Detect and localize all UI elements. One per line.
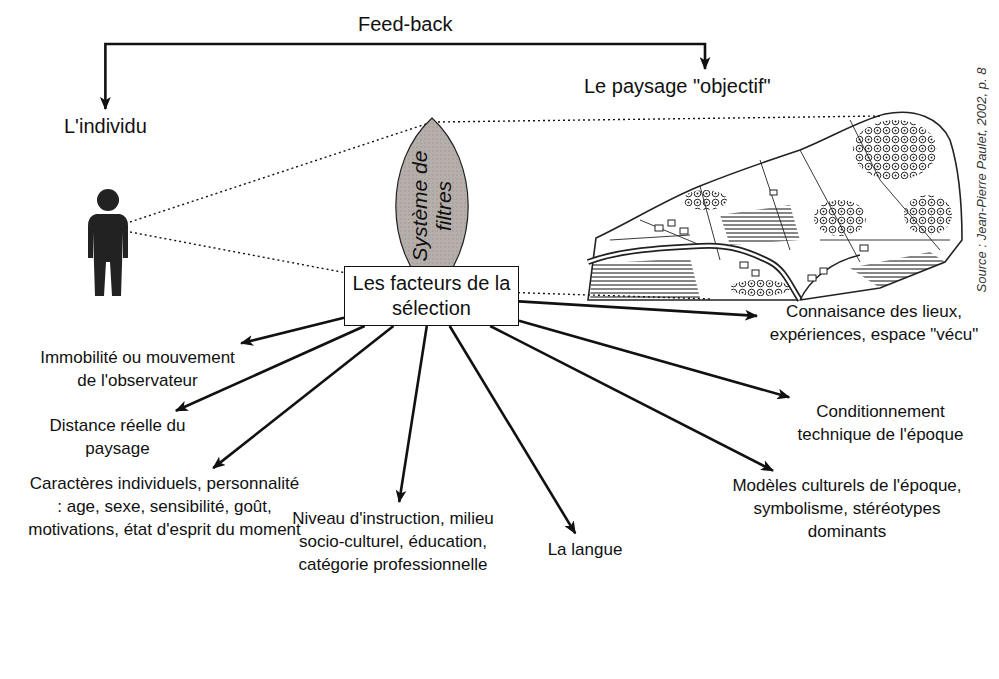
node-label: Immobilité ou mouvement de l'observateur [34,346,241,392]
factor-text: La langue [530,536,640,563]
factor-text: Immobilité ou mouvement de l'observateur [30,344,245,394]
node-label: Connaisance des lieux, expériences, espa… [764,300,984,346]
arrow-connector [490,326,773,471]
node-label: Conditionnement technique de l'époque [782,400,979,446]
source-note: Source : Jean-Pierre Paulet, 2002, p. 8 [974,68,990,293]
factor-text: Connaisance des lieux, expériences, espa… [760,298,988,348]
observer-heading: L'individu [62,112,149,140]
factor-text: Caractères individuels, personnalité : a… [22,470,307,543]
factor-text: Niveau d'instruction, milieu socio-cultu… [288,505,498,578]
arrow-connector [519,301,757,316]
node-label: Distance réelle du paysage [34,414,201,460]
node-label: Niveau d'instruction, milieu socio-cultu… [292,507,494,576]
factor-text: Conditionnement technique de l'époque [778,398,983,448]
node-label: Modèles culturels de l'époque, symbolism… [716,474,978,543]
landscape-illustration [588,112,962,300]
person-figure [88,189,128,296]
node-label: Le paysage "objectif" [584,74,771,98]
arrow-connector [399,326,427,502]
arrow-connector [213,326,393,468]
arrow-connector [241,318,344,344]
factor-text: Distance réelle du paysage [30,412,205,462]
node-label: Les facteurs de la sélection [351,271,512,321]
sight-line [130,124,426,288]
landscape-heading: Le paysage "objectif" [582,72,773,100]
arrow-connector [176,326,365,411]
node-label: L'individu [64,114,147,138]
factor-text: Modèles culturels de l'époque, symbolism… [712,472,982,545]
edge-label: Feed-back [355,12,456,36]
node-label: La langue [534,538,636,561]
node-label: Caractères individuels, personnalité : a… [26,472,303,541]
lens-label: Système de filtres [408,150,456,262]
arrow-connector [519,321,789,397]
arrow-connector [450,326,576,533]
process-box: Les facteurs de la sélection [344,266,519,326]
